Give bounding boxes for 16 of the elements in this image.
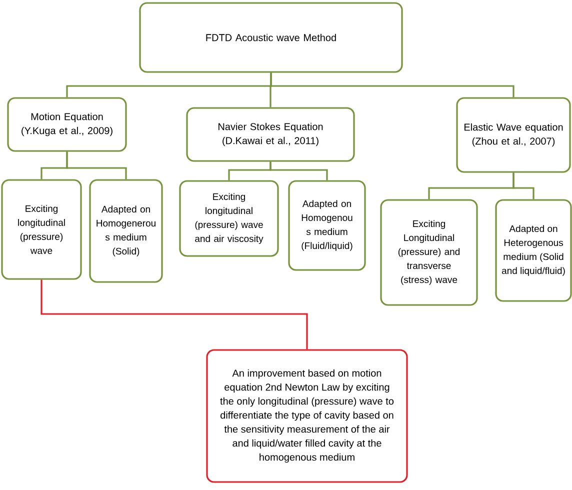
leaf-box: Exciting longitudinal (pressure) wave and air viscosity bbox=[179, 180, 279, 257]
connector-line bbox=[270, 162, 328, 180]
branch-box: Elastic Wave equation (Zhou et al., 2007) bbox=[456, 97, 571, 173]
branch-box: Navier Stokes Equation (D.Kawai et al., 2011) bbox=[186, 107, 355, 162]
note-box: An improvement based on motion equation 2nd Newton Law by exciting the only longitudinal (pressure) wave to differentiate the type of cavity based on the sensitivity measurement of the air and liquid/water filled cavity at the homogenous medium bbox=[206, 349, 408, 483]
connector-line bbox=[512, 172, 534, 200]
leaf-box: Exciting Longitudinal (pressure) and transverse (stress) wave bbox=[380, 199, 478, 306]
branch-box: Motion Equation (Y.Kuga et al., 2009) bbox=[7, 97, 127, 152]
leaf-box: Adapted on Homogenou s medium (Fluid/liquid) bbox=[288, 180, 366, 271]
leaf-box: Exciting longitudinal (pressure) wave bbox=[1, 179, 82, 280]
connector-line bbox=[270, 72, 514, 98]
leaf-box: Adapted on Heterogenous medium (Solid and liquid/fluid) bbox=[495, 199, 572, 302]
connector-line bbox=[40, 280, 308, 350]
leaf-box: Adapted on Homogenerou s medium (Solid) bbox=[89, 179, 163, 283]
root-box: FDTD Acoustic wave Method bbox=[139, 2, 403, 73]
connector-line bbox=[66, 152, 127, 180]
